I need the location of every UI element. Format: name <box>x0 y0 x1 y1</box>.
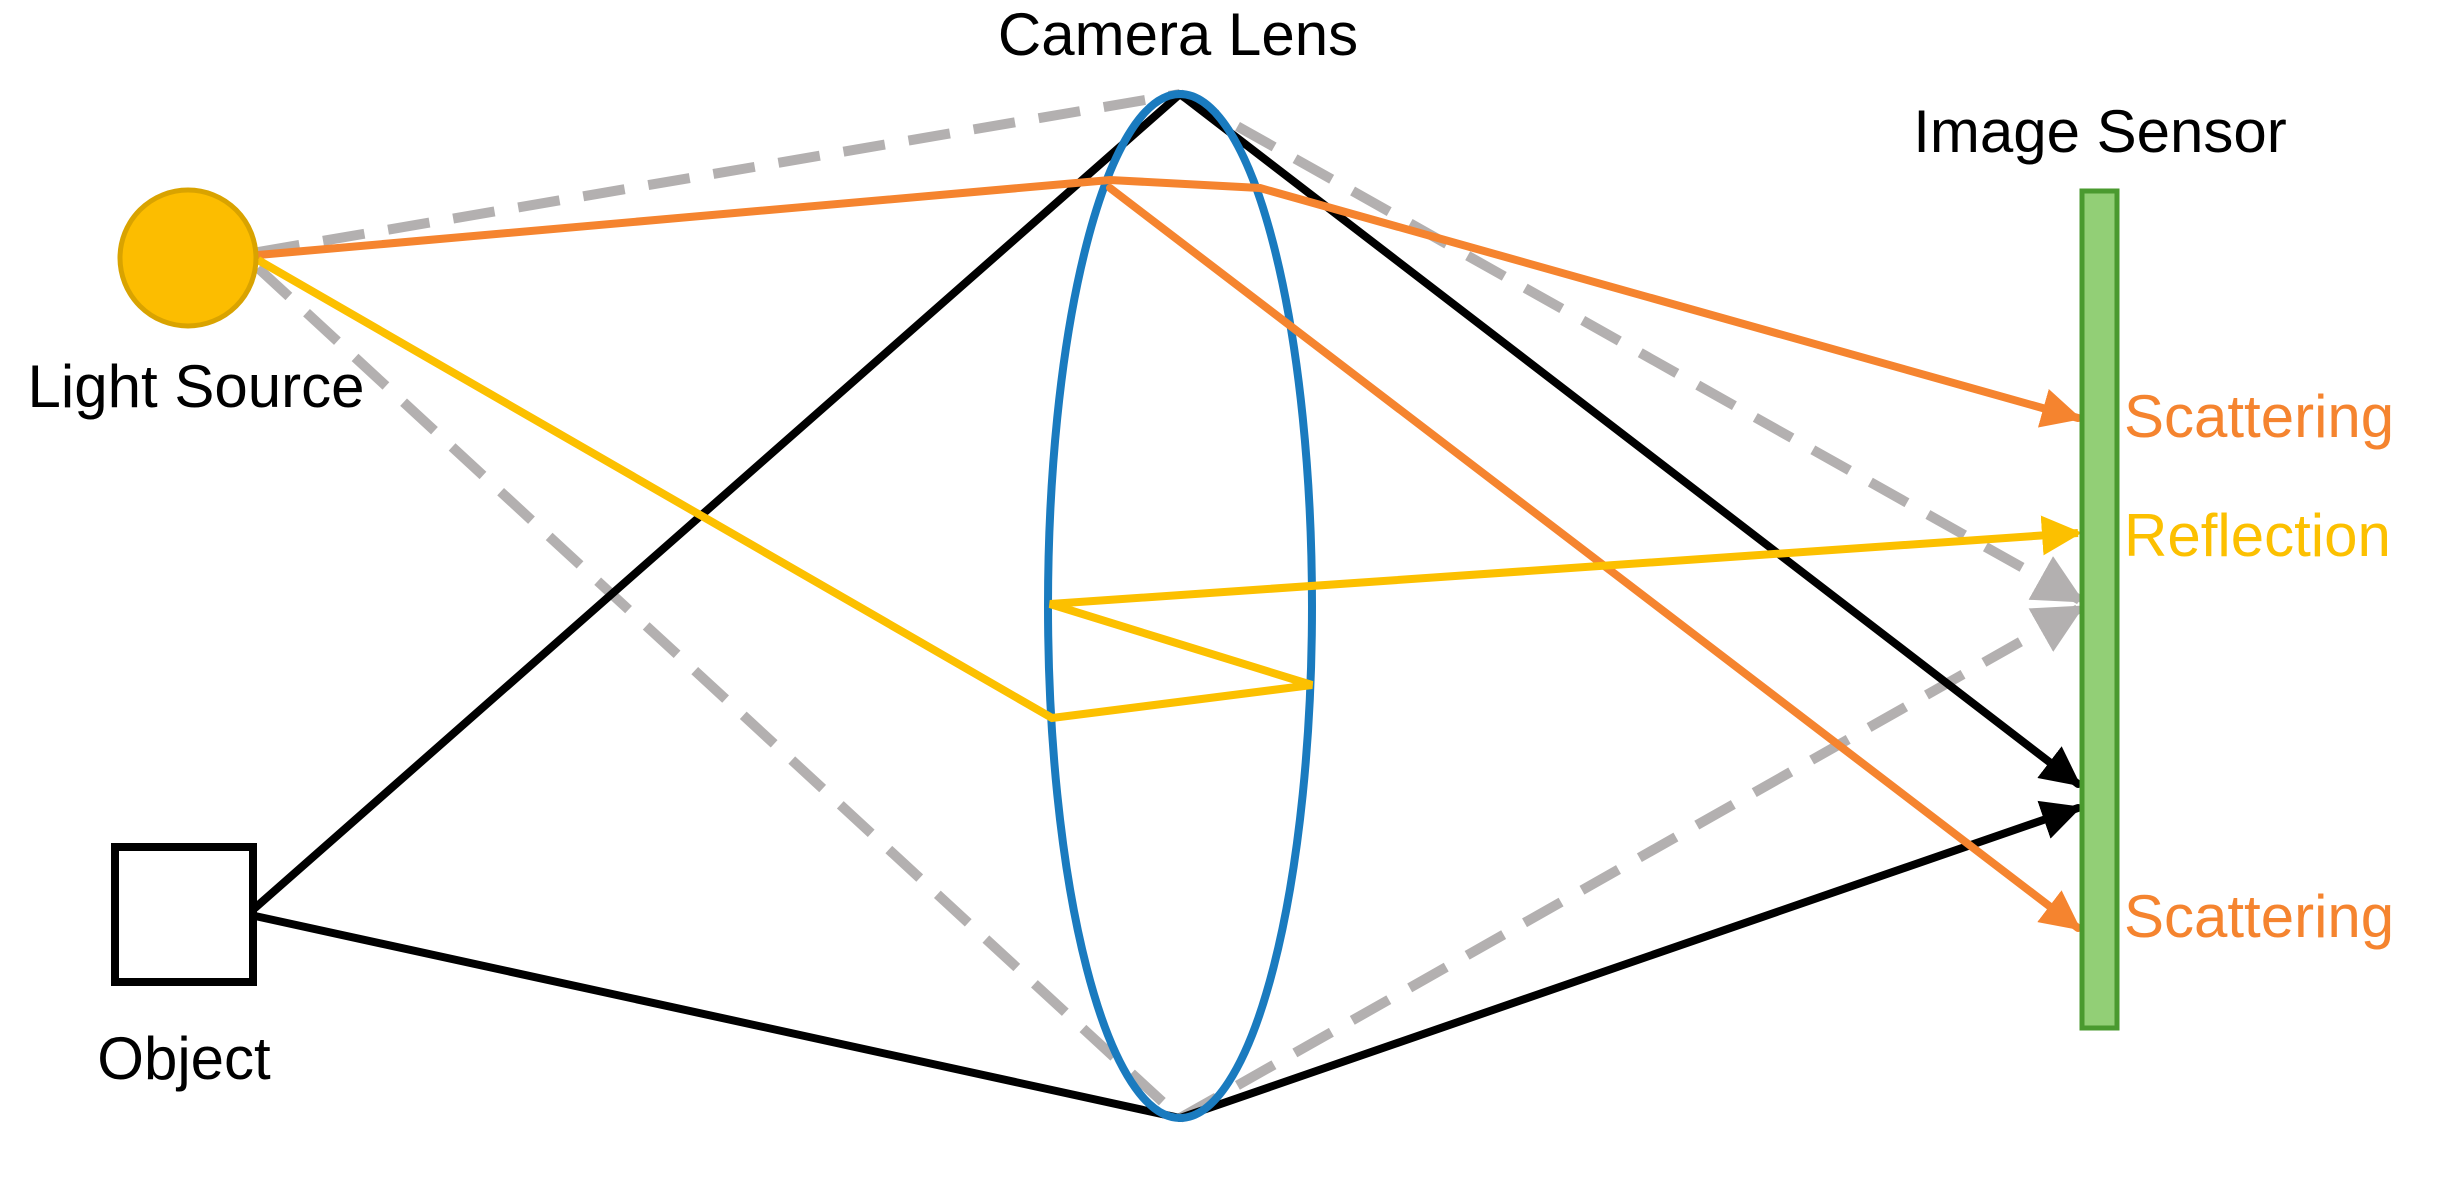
black-ray-object-to-lens-bottom <box>251 912 1184 1122</box>
square-object-icon <box>111 843 257 986</box>
image-sensor-bar <box>2079 188 2120 1031</box>
gray-ray-source-to-lens-bottom <box>254 264 1184 1122</box>
black-ray-lens-top-to-sensor <box>1176 90 2082 788</box>
gray-dashed-rays <box>254 89 2085 1123</box>
gray-ray-lens-top-to-sensor <box>1177 89 2085 605</box>
light-source-label: Light Source <box>28 353 365 420</box>
yellow-reflection-ray <box>256 256 2082 723</box>
black-ray-object-to-lens-top <box>251 90 1184 912</box>
orange-scattering-rays <box>254 175 2082 932</box>
sun-circle-icon <box>117 187 259 329</box>
scattering-top-label: Scattering <box>2124 383 2394 450</box>
orange-ray-scatter-bottom <box>1106 184 2082 932</box>
gray-ray-source-to-lens-top <box>257 89 1181 257</box>
black-object-rays <box>251 90 2082 1122</box>
gray-ray-lens-bottom-to-sensor <box>1177 603 2085 1123</box>
yellow-ray-reflection-path <box>256 256 2082 723</box>
scattering-bottom-label: Scattering <box>2124 883 2394 950</box>
reflection-label: Reflection <box>2124 502 2391 569</box>
black-ray-lens-bottom-to-sensor <box>1176 800 2082 1122</box>
object-label: Object <box>97 1025 271 1092</box>
image-sensor-label: Image Sensor <box>1913 98 2287 165</box>
orange-ray-scatter-top <box>254 175 2082 428</box>
camera-lens-shape <box>1044 90 1316 1122</box>
camera-lens-label: Camera Lens <box>998 1 1358 68</box>
